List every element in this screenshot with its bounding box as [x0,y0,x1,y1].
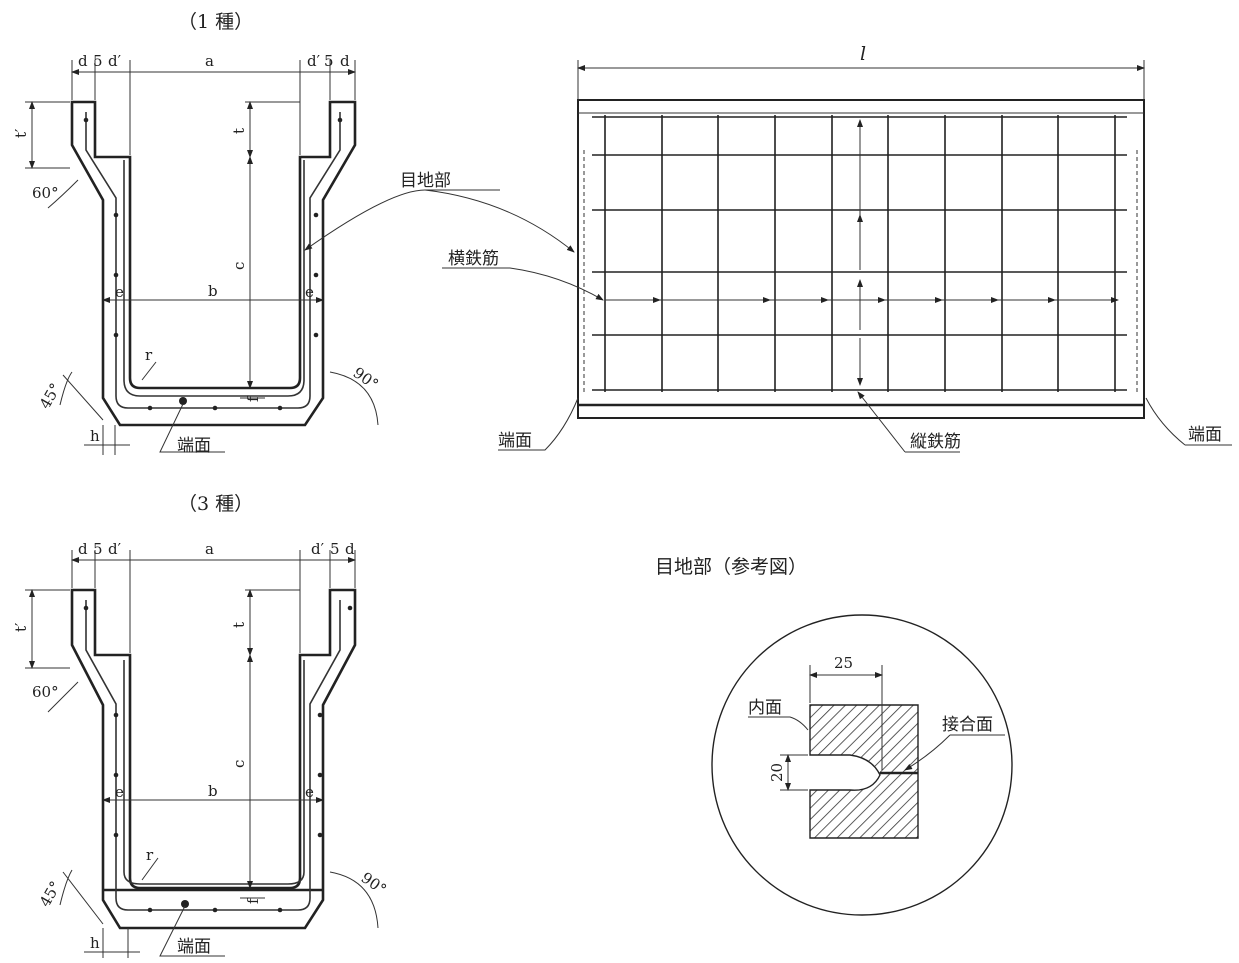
dim-t: t [230,128,248,134]
plan-view: l [304,43,1232,453]
label-end-face-right: 端面 [1188,425,1222,445]
plan-outline [577,99,1145,419]
dim-d-left-3: d [78,540,88,558]
dim-c: c [230,262,248,270]
dim-90: 90° [350,364,382,394]
dim-5-left: 5 [93,52,103,70]
outline-type3 [70,588,357,930]
dim-dprime-left-3: d′ [108,540,122,558]
label-longitudinal-rebar: 縦鉄筋 [910,432,961,452]
label-end-face-type3: 端面 [177,937,211,957]
section-type3: （3 種） d 5 d′ a d′ 5 d t′ 60° [12,493,390,958]
dim-d-left: d [78,52,88,70]
dim-b: b [208,282,218,300]
dim-r: r [145,346,153,364]
title-type1: （1 種） [178,11,253,33]
dim-d-right: d [340,52,350,70]
dim-e-right: e [305,283,314,301]
dim-l: l [860,43,866,65]
label-joint: 目地部 [400,171,451,191]
rebar-dots-type1 [83,117,343,411]
dim-a: a [205,52,214,70]
dim-dprime-right: d′ [307,52,321,70]
dim-d-right-3: d [345,540,355,558]
dim-f-3: f [244,897,262,904]
label-joint-face: 接合面 [942,715,993,735]
rebar-dots-type3 [83,605,353,913]
dim-20: 20 [768,763,786,782]
dim-b-3: b [208,782,218,800]
dim-h-3: h [90,934,100,952]
dim-5-right: 5 [324,52,334,70]
label-transverse-rebar: 横鉄筋 [448,249,499,269]
dim-e-left: e [115,283,124,301]
dim-60-3: 60° [32,683,59,701]
dim-5-left-3: 5 [93,540,103,558]
dim-c-3: c [230,760,248,768]
dim-dprime-left: d′ [108,52,122,70]
dim-t-3: t [230,622,248,628]
dim-90-3: 90° [358,869,390,899]
joint-hatch [809,704,919,839]
dim-h: h [90,427,100,445]
dim-a-3: a [205,540,214,558]
label-end-face-left: 端面 [498,431,532,451]
dim-f: f [244,395,262,402]
dim-dprime-right-3: d′ [311,540,325,558]
joint-detail-circle [711,614,1013,916]
dim-e-right-3: e [305,783,314,801]
title-joint-ref: 目地部（参考図） [655,556,807,578]
section-type1: （1 種） d 5 d′ a d′ 5 d [12,11,382,456]
dim-5-right-3: 5 [330,540,340,558]
dim-45: 45° [36,380,65,412]
dim-45-3: 45° [36,878,65,910]
dim-tprime: t′ [12,128,30,138]
label-end-face-type1: 端面 [177,436,211,456]
joint-detail: 目地部（参考図） 25 20 内面 接合面 [655,556,1013,916]
dim-25: 25 [834,654,853,672]
dim-e-left-3: e [115,783,124,801]
title-type3: （3 種） [178,493,253,515]
dim-tprime-3: t′ [12,622,30,632]
label-inner-face: 内面 [748,698,782,718]
outline-type1 [70,100,357,427]
dim-60: 60° [32,184,59,202]
dim-r-3: r [146,846,154,864]
